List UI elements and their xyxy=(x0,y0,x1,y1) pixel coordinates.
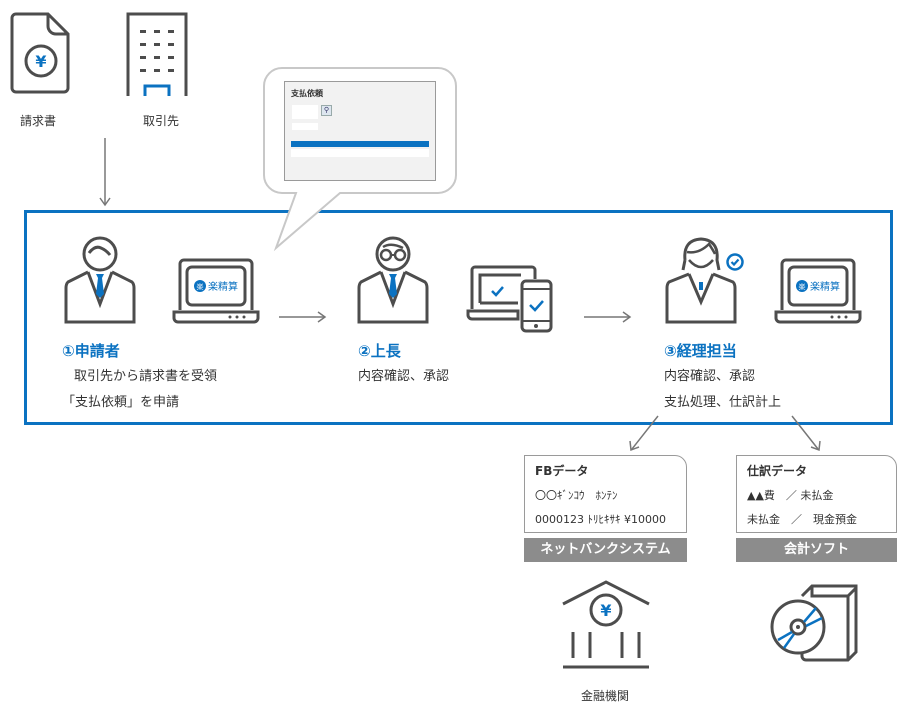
fb-data-row-1: 〇〇ｷﾞﾝｺｳ ﾎﾝﾃﾝ xyxy=(535,489,618,502)
arrow-right-icon xyxy=(279,308,327,327)
arrow-right-icon xyxy=(584,308,632,327)
supplier-label: 取引先 xyxy=(143,114,180,128)
step-1-line-2: 「支払依頼」を申請 xyxy=(62,395,180,410)
svg-text:楽: 楽 xyxy=(197,282,204,291)
net-bank-system-label: ネットバンクシステム xyxy=(524,538,687,562)
step-3-title: ③経理担当 xyxy=(664,342,737,360)
svg-text:楽精算: 楽精算 xyxy=(208,280,238,293)
fb-data-title: FBデータ xyxy=(535,464,589,478)
software-package-icon xyxy=(770,582,860,668)
screen-search-icon: ⚲ xyxy=(321,105,332,116)
svg-text:楽精算: 楽精算 xyxy=(810,280,840,293)
screen-title: 支払依頼 xyxy=(291,89,323,98)
journal-data-title: 仕訳データ xyxy=(747,464,808,478)
invoice-label: 請求書 xyxy=(20,114,57,128)
step-3-line-2: 支払処理、仕訳計上 xyxy=(664,395,782,410)
arrow-down-icon xyxy=(99,138,111,214)
accounting-software-label: 会計ソフト xyxy=(736,538,897,562)
svg-text:¥: ¥ xyxy=(35,52,46,71)
step-1-line-1: 取引先から請求書を受領 xyxy=(74,369,218,384)
pc-and-smartphone-icon xyxy=(466,265,554,337)
step-1-title: ①申請者 xyxy=(62,342,120,360)
journal-data-row-2: 未払金 ／ 現金預金 xyxy=(747,513,857,526)
invoice-icon: ¥ xyxy=(10,12,72,98)
arrow-down-left-icon xyxy=(626,414,660,458)
arrow-down-right-icon xyxy=(790,414,824,458)
approval-flow-box xyxy=(24,210,893,425)
bank-icon: ¥ xyxy=(561,580,651,674)
supplier-building-icon xyxy=(126,12,188,102)
accountant-person-icon xyxy=(665,236,737,328)
fb-data-card: FBデータ 〇〇ｷﾞﾝｺｳ ﾎﾝﾃﾝ 0000123 ﾄﾘﾋｷｻｷ ¥10000 xyxy=(524,455,687,533)
step-2-title: ②上長 xyxy=(358,342,401,360)
approved-check-icon xyxy=(725,252,745,276)
step-2-line-1: 内容確認、承認 xyxy=(358,369,450,384)
applicant-laptop-icon: 楽 楽精算 xyxy=(172,258,260,328)
manager-person-icon xyxy=(357,236,429,328)
screen-table-row xyxy=(291,149,429,157)
step-3-line-1: 内容確認、承認 xyxy=(664,369,756,384)
journal-data-card: 仕訳データ ▲▲費 ／ 未払金 未払金 ／ 現金預金 xyxy=(736,455,897,533)
bank-label: 金融機関 xyxy=(581,689,630,703)
screen-table-header xyxy=(291,141,429,147)
screen-input-field xyxy=(292,105,318,119)
journal-data-row-1: ▲▲費 ／ 未払金 xyxy=(747,489,834,502)
applicant-person-icon xyxy=(64,236,136,328)
accountant-laptop-icon: 楽 楽精算 xyxy=(774,258,862,328)
screen-input-field-2 xyxy=(292,123,318,130)
fb-data-row-2: 0000123 ﾄﾘﾋｷｻｷ ¥10000 xyxy=(535,513,666,526)
svg-text:¥: ¥ xyxy=(600,601,611,620)
payment-request-screen: 支払依頼 ⚲ xyxy=(284,81,436,181)
svg-text:楽: 楽 xyxy=(799,282,806,291)
